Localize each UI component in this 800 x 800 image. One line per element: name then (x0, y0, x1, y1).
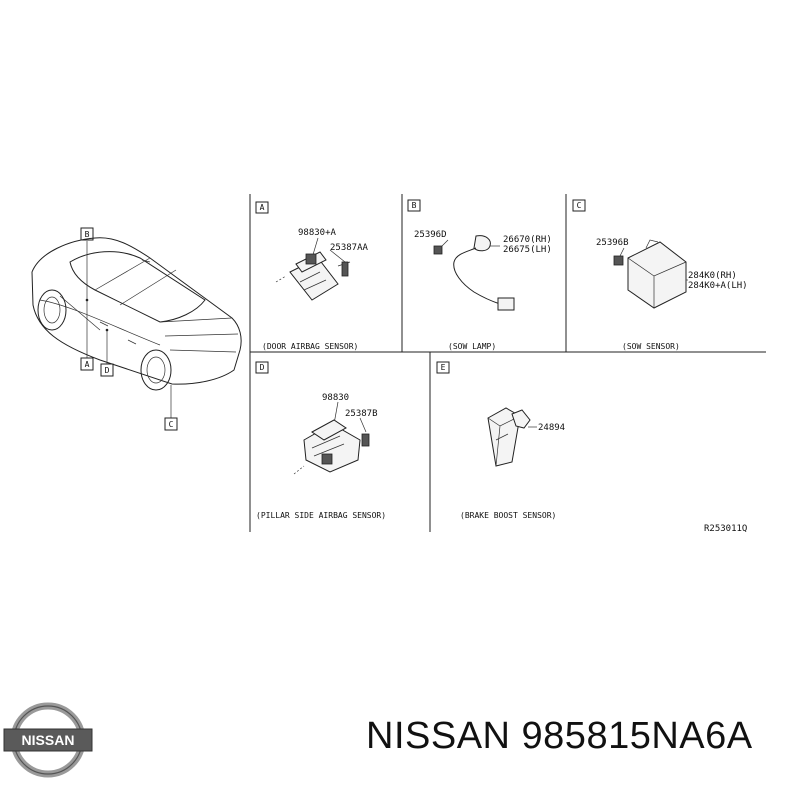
panel-e: E 24894 (BRAKE BOOST SENSOR) (436, 361, 565, 520)
panel-e-letter: E (441, 363, 446, 372)
callout-b-label: B (85, 230, 90, 239)
brand-title: NISSAN 985815NA6A (366, 715, 753, 757)
callout-d: D (100, 363, 114, 377)
callout-a: A (80, 357, 94, 371)
sow-sensor-icon (613, 239, 688, 309)
panel-d: D 98830 25387B (PILLAR SIDE AIRBAG SENSO… (255, 361, 386, 520)
panel-a-letter: A (260, 203, 265, 212)
panel-c-part1: 25396B (596, 238, 629, 248)
panel-c-letter: C (577, 201, 582, 210)
panel-c-part2: 284K0(RH) (688, 271, 737, 281)
car-overview (31, 237, 242, 391)
panel-a-part1: 98830+A (298, 228, 337, 238)
panel-d-part1: 98830 (322, 393, 349, 403)
callout-c-label: C (169, 420, 174, 429)
callout-d-label: D (105, 366, 110, 375)
callout-b: B (80, 227, 94, 241)
panel-b: B 25396D 26670(RH) 26675(LH) (SOW LAMP) (407, 199, 552, 351)
panel-c: C 25396B 284K0(RH) 284K0+A(LH) (SOW SENS… (572, 199, 748, 351)
panel-a: A 98830+A 25387AA (DOOR AIRBAG SENSOR) (255, 201, 369, 351)
door-airbag-sensor-icon (275, 237, 351, 301)
callout-a-label: A (85, 360, 90, 369)
panel-d-part2: 25387B (345, 409, 378, 419)
callout-c: C (164, 417, 178, 431)
pillar-side-airbag-sensor-icon (293, 401, 370, 475)
panel-c-part3: 284K0+A(LH) (688, 281, 748, 291)
nissan-logo: NISSAN (3, 702, 93, 778)
panel-b-letter: B (412, 201, 417, 210)
sow-lamp-icon (433, 235, 515, 311)
panel-b-caption: (SOW LAMP) (448, 342, 496, 351)
panel-b-part2: 26670(RH) (503, 235, 552, 245)
panel-e-caption: (BRAKE BOOST SENSOR) (460, 511, 556, 520)
panel-a-caption: (DOOR AIRBAG SENSOR) (262, 342, 358, 351)
nissan-logo-text: NISSAN (22, 732, 75, 748)
brake-boost-sensor-icon (487, 407, 537, 467)
drawing-number: R253011Q (704, 524, 747, 534)
panel-b-part1: 25396D (414, 230, 447, 240)
panel-d-letter: D (260, 363, 265, 372)
panel-c-caption: (SOW SENSOR) (622, 342, 680, 351)
panel-a-part2: 25387AA (330, 243, 369, 253)
panel-grid (249, 194, 766, 532)
panel-e-part1: 24894 (538, 423, 565, 433)
panel-b-part3: 26675(LH) (503, 245, 552, 255)
panel-d-caption: (PILLAR SIDE AIRBAG SENSOR) (256, 511, 386, 520)
callout-leaders (85, 241, 172, 418)
